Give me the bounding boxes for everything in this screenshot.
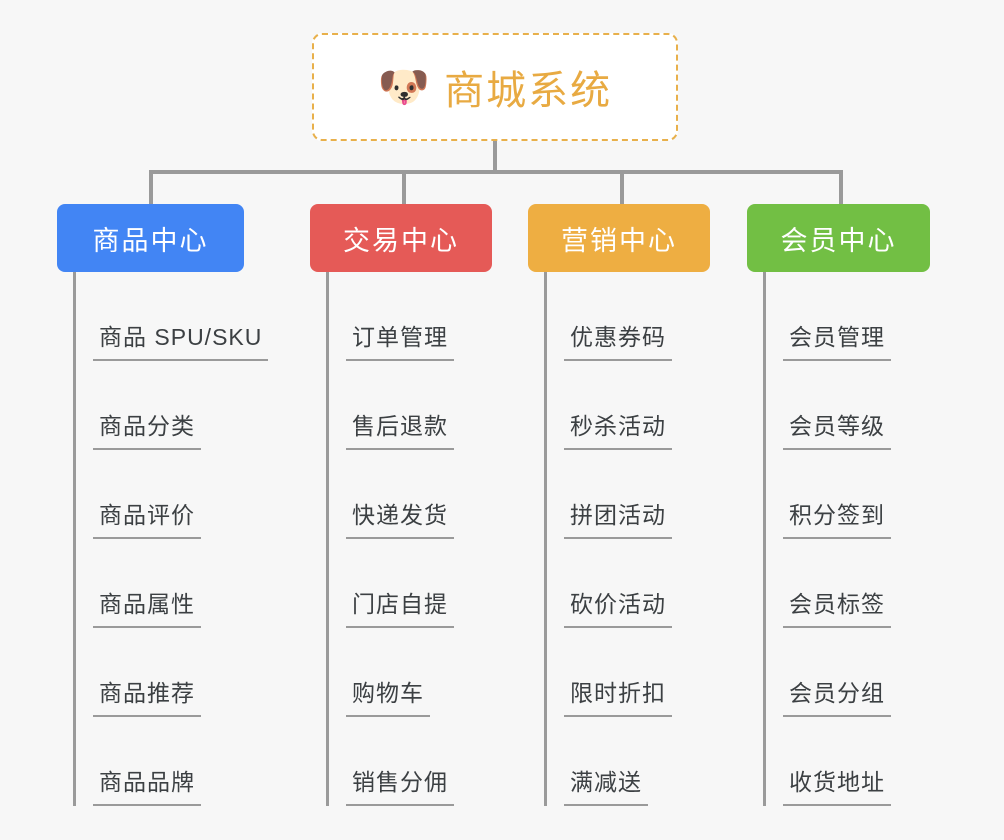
leaf-list-3: 优惠券码秒杀活动拼团活动砍价活动限时折扣满减送	[528, 272, 710, 806]
leaf-label: 收货地址	[783, 763, 891, 806]
connector-root-stem	[493, 141, 497, 173]
leaf-item[interactable]: 商品推荐	[57, 628, 244, 717]
leaf-label: 销售分佣	[346, 763, 454, 806]
leaf-item[interactable]: 收货地址	[747, 717, 930, 806]
leaf-label: 商品属性	[93, 585, 201, 628]
leaf-label: 商品评价	[93, 496, 201, 539]
branch-trunk-1	[73, 272, 76, 806]
leaf-list-2: 订单管理售后退款快递发货门店自提购物车销售分佣	[310, 272, 492, 806]
leaf-label: 购物车	[346, 674, 430, 717]
connector-drop-1	[149, 170, 153, 204]
branch-column-4: 会员中心会员管理会员等级积分签到会员标签会员分组收货地址	[747, 204, 930, 806]
branch-header-4[interactable]: 会员中心	[747, 204, 930, 272]
leaf-item[interactable]: 订单管理	[310, 272, 492, 361]
leaf-item[interactable]: 砍价活动	[528, 539, 710, 628]
leaf-item[interactable]: 商品 SPU/SKU	[57, 272, 269, 361]
branch-column-2: 交易中心订单管理售后退款快递发货门店自提购物车销售分佣	[310, 204, 492, 806]
leaf-item[interactable]: 限时折扣	[528, 628, 710, 717]
branch-header-1[interactable]: 商品中心	[57, 204, 244, 272]
leaf-item[interactable]: 会员标签	[747, 539, 930, 628]
leaf-label: 售后退款	[346, 407, 454, 450]
leaf-item[interactable]: 快递发货	[310, 450, 492, 539]
leaf-label: 商品 SPU/SKU	[93, 318, 269, 361]
leaf-label: 优惠券码	[564, 318, 672, 361]
branch-trunk-2	[326, 272, 329, 806]
leaf-item[interactable]: 商品品牌	[57, 717, 244, 806]
root-title: 商城系统	[444, 69, 613, 113]
root-node[interactable]: 🐶 商城系统	[312, 33, 678, 141]
leaf-item[interactable]: 商品属性	[57, 539, 244, 628]
leaf-item[interactable]: 商品评价	[57, 450, 244, 539]
leaf-label: 砍价活动	[564, 585, 672, 628]
leaf-label: 会员标签	[783, 585, 891, 628]
leaf-label: 会员分组	[783, 674, 891, 717]
leaf-item[interactable]: 商品分类	[57, 361, 244, 450]
leaf-label: 秒杀活动	[564, 407, 672, 450]
connector-drop-3	[620, 170, 624, 204]
leaf-list-4: 会员管理会员等级积分签到会员标签会员分组收货地址	[747, 272, 930, 806]
leaf-label: 商品推荐	[93, 674, 201, 717]
branch-header-2[interactable]: 交易中心	[310, 204, 492, 272]
connector-drop-4	[839, 170, 843, 204]
leaf-label: 积分签到	[783, 496, 891, 539]
leaf-item[interactable]: 售后退款	[310, 361, 492, 450]
connector-horizontal-bus	[149, 170, 843, 174]
leaf-list-1: 商品 SPU/SKU 商品分类商品评价商品属性商品推荐商品品牌	[57, 272, 269, 806]
leaf-label: 商品品牌	[93, 763, 201, 806]
leaf-item[interactable]: 会员等级	[747, 361, 930, 450]
branch-trunk-3	[544, 272, 547, 806]
leaf-item[interactable]: 会员管理	[747, 272, 930, 361]
leaf-label: 满减送	[564, 763, 648, 806]
leaf-item[interactable]: 拼团活动	[528, 450, 710, 539]
branch-header-3[interactable]: 营销中心	[528, 204, 710, 272]
leaf-item[interactable]: 满减送	[528, 717, 710, 806]
leaf-label: 拼团活动	[564, 496, 672, 539]
leaf-item[interactable]: 销售分佣	[310, 717, 492, 806]
leaf-item[interactable]: 优惠券码	[528, 272, 710, 361]
leaf-label: 限时折扣	[564, 674, 672, 717]
branch-trunk-4	[763, 272, 766, 806]
leaf-item[interactable]: 会员分组	[747, 628, 930, 717]
leaf-item[interactable]: 购物车	[310, 628, 492, 717]
leaf-item[interactable]: 积分签到	[747, 450, 930, 539]
leaf-label: 快递发货	[346, 496, 454, 539]
leaf-label: 门店自提	[346, 585, 454, 628]
branch-column-1: 商品中心商品 SPU/SKU 商品分类商品评价商品属性商品推荐商品品牌	[57, 204, 269, 806]
leaf-label: 会员等级	[783, 407, 891, 450]
connector-drop-2	[402, 170, 406, 204]
leaf-label: 会员管理	[783, 318, 891, 361]
leaf-label: 订单管理	[346, 318, 454, 361]
leaf-item[interactable]: 秒杀活动	[528, 361, 710, 450]
branch-column-3: 营销中心优惠券码秒杀活动拼团活动砍价活动限时折扣满减送	[528, 204, 710, 806]
leaf-item[interactable]: 门店自提	[310, 539, 492, 628]
leaf-label: 商品分类	[93, 407, 201, 450]
shiba-dog-face-icon: 🐶	[377, 63, 431, 110]
